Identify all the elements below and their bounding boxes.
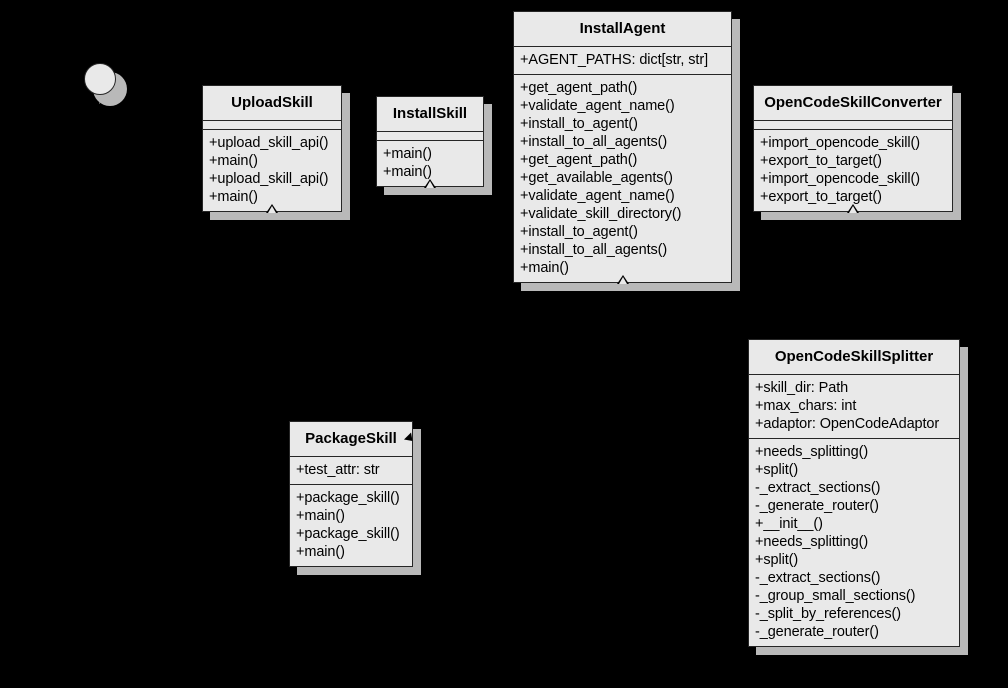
class-method: +needs_splitting(): [755, 444, 869, 460]
uml-class-node-opencode-skill-converter[interactable]: OpenCodeSkillConverter +import_opencode_s…: [753, 85, 961, 220]
methods-compartment-upload-skill: +upload_skill_api() +main() +upload_skill_…: [203, 130, 341, 211]
attributes-compartment-opencode-skill-converter: [754, 121, 952, 130]
class-method: +main(): [209, 189, 258, 205]
class-box-opencode-skill-converter[interactable]: OpenCodeSkillConverter +import_opencode_s…: [753, 85, 953, 212]
class-attribute: +test_attr: str: [296, 462, 380, 478]
class-method: +main(): [296, 508, 345, 524]
class-method: +__init__(): [755, 516, 823, 532]
class-method: +get_available_agents(): [520, 170, 673, 186]
class-box-package-skill[interactable]: PackageSkill +test_attr: str +package_skil…: [289, 421, 413, 567]
class-method: +main(): [383, 164, 432, 180]
class-method: +get_agent_path(): [520, 80, 638, 96]
attributes-compartment-install-agent: +AGENT_PATHS: dict[str, str]: [514, 47, 731, 75]
class-method: +validate_agent_name(): [520, 98, 675, 114]
methods-compartment-opencode-skill-splitter: +needs_splitting() +split() -_extract_sect…: [749, 439, 959, 646]
class-method: -_extract_sections(): [755, 570, 881, 586]
class-method: +export_to_target(): [760, 153, 882, 169]
class-method: +export_to_target(): [760, 189, 882, 205]
class-method: -_extract_sections(): [755, 480, 881, 496]
class-method: -_group_small_sections(): [755, 588, 916, 604]
class-method: +package_skill(): [296, 490, 400, 506]
class-method: +main(): [520, 260, 569, 276]
methods-compartment-install-agent: +get_agent_path() +validate_agent_name() +…: [514, 75, 731, 282]
class-name-opencode-skill-converter: OpenCodeSkillConverter: [754, 86, 952, 121]
class-method: +import_opencode_skill(): [760, 135, 921, 151]
class-name-upload-skill: UploadSkill: [203, 86, 341, 121]
class-method: +install_to_all_agents(): [520, 242, 668, 258]
class-method: +install_to_all_agents(): [520, 134, 668, 150]
class-box-install-agent[interactable]: InstallAgent +AGENT_PATHS: dict[str, str]…: [513, 11, 732, 283]
methods-compartment-opencode-skill-converter: +import_opencode_skill() +export_to_targe…: [754, 130, 952, 211]
class-method: +main(): [296, 544, 345, 560]
uml-class-node-package-skill[interactable]: PackageSkill +test_attr: str +package_skil…: [289, 421, 421, 575]
attributes-compartment-package-skill: +test_attr: str: [290, 457, 412, 485]
methods-compartment-install-skill: +main() +main(): [377, 141, 483, 186]
class-method: +split(): [755, 462, 799, 478]
uml-class-node-install-skill[interactable]: InstallSkill +main() +main(): [376, 96, 492, 195]
inheritance-arrow-install-skill: [424, 179, 436, 188]
class-name-install-agent: InstallAgent: [514, 12, 731, 47]
inheritance-arrow-opencode-skill-converter: [847, 204, 859, 213]
class-method: +upload_skill_api(): [209, 171, 329, 187]
uml-class-node-upload-skill[interactable]: UploadSkill+upload_skill_api()+main()+up…: [202, 85, 350, 220]
circle-node-body[interactable]: [84, 63, 116, 95]
class-method: +validate_skill_directory(): [520, 206, 682, 222]
class-method: -_generate_router(): [755, 498, 879, 514]
class-method: +upload_skill_api(): [209, 135, 329, 151]
attributes-compartment-install-skill: [377, 132, 483, 141]
uml-class-node-install-agent[interactable]: InstallAgent +AGENT_PATHS: dict[str, str]…: [513, 11, 740, 291]
class-method: +main(): [209, 153, 258, 169]
class-method: +package_skill(): [296, 526, 400, 542]
class-attribute: +adaptor: OpenCodeAdaptor: [755, 416, 940, 432]
inheritance-arrow-install-agent: [616, 275, 629, 284]
class-attribute: +max_chars: int: [755, 398, 857, 414]
attributes-compartment-upload-skill: [203, 121, 341, 130]
uml-class-node-opencode-skill-splitter[interactable]: OpenCodeSkillSplitter +skill_dir: Path +ma…: [748, 339, 968, 655]
attributes-compartment-opencode-skill-splitter: +skill_dir: Path +max_chars: int +adaptor:…: [749, 375, 959, 439]
class-name-install-skill: InstallSkill: [377, 97, 483, 132]
class-attribute: +skill_dir: Path: [755, 380, 849, 396]
class-method: +main(): [383, 146, 432, 162]
inheritance-arrow-upload-skill: [266, 204, 278, 213]
class-method: +needs_splitting(): [755, 534, 869, 550]
class-method: -_generate_router(): [755, 624, 879, 640]
class-method: +split(): [755, 552, 799, 568]
class-box-upload-skill[interactable]: UploadSkill+upload_skill_api()+main()+up…: [202, 85, 342, 212]
class-name-opencode-skill-splitter: OpenCodeSkillSplitter: [749, 340, 959, 375]
uml-node-anonymous-circle[interactable]: [84, 63, 127, 107]
class-attribute: +AGENT_PATHS: dict[str, str]: [520, 52, 709, 68]
class-method: +validate_agent_name(): [520, 188, 675, 204]
class-method: +get_agent_path(): [520, 152, 638, 168]
class-method: +import_opencode_skill(): [760, 171, 921, 187]
class-method: +install_to_agent(): [520, 116, 638, 132]
class-box-opencode-skill-splitter[interactable]: OpenCodeSkillSplitter +skill_dir: Path +ma…: [748, 339, 960, 647]
class-box-install-skill[interactable]: InstallSkill +main() +main(): [376, 96, 484, 187]
class-method: -_split_by_references(): [755, 606, 901, 622]
methods-compartment-package-skill: +package_skill() +main() +package_skill() +…: [290, 485, 412, 566]
class-method: +install_to_agent(): [520, 224, 638, 240]
class-name-package-skill: PackageSkill: [290, 422, 412, 457]
